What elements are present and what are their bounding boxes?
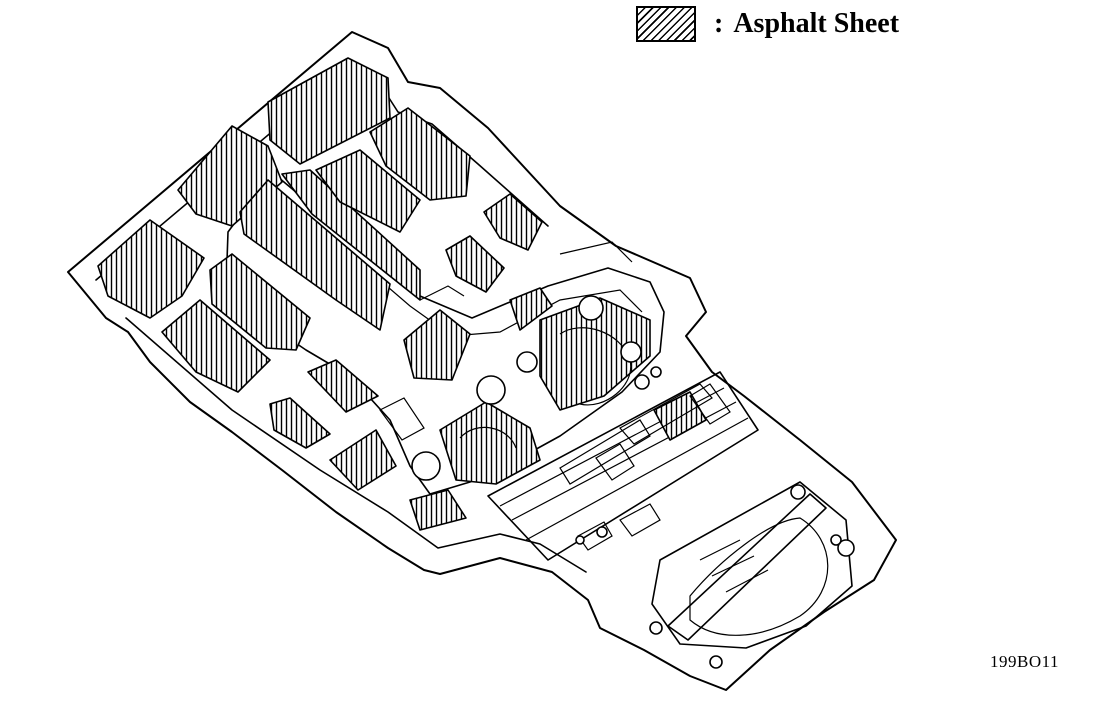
asphalt-patch (315, 149, 421, 233)
grommet-hole (596, 526, 608, 538)
asphalt-patch (539, 297, 651, 411)
grommet-hole (634, 374, 650, 390)
spare-tire-well-inner (689, 517, 829, 636)
asphalt-patches (97, 57, 707, 531)
grommet-hole (516, 351, 538, 373)
spare-tire-well (651, 481, 853, 649)
asphalt-patch (653, 391, 707, 441)
asphalt-patch (97, 219, 205, 319)
grommet-hole (830, 534, 842, 546)
grommet-hole (620, 341, 642, 363)
grommet-hole (650, 366, 662, 378)
asphalt-patch (403, 309, 471, 381)
asphalt-patch (269, 397, 331, 449)
asphalt-patch (509, 287, 553, 331)
asphalt-patch (445, 235, 505, 293)
center-tunnel (225, 171, 665, 495)
figure-code: 199BO11 (990, 652, 1059, 671)
asphalt-patch (369, 107, 471, 201)
asphalt-patch (329, 429, 397, 491)
asphalt-patch (239, 179, 391, 331)
grommet-hole (837, 539, 855, 557)
asphalt-patch (307, 359, 379, 413)
grommet-holes (411, 295, 855, 669)
grommet-hole (709, 655, 723, 669)
asphalt-hatch-swatch (636, 6, 696, 42)
legend-label: Asphalt Sheet (733, 8, 900, 39)
grommet-hole (476, 375, 506, 405)
asphalt-patch (409, 489, 467, 531)
asphalt-patch (483, 193, 543, 251)
asphalt-patch (281, 169, 421, 301)
right-side-rail (125, 317, 587, 573)
legend-colon: : (714, 8, 724, 39)
rear-bracket (667, 493, 827, 641)
grommet-hole (411, 451, 441, 481)
grommet-hole (649, 621, 663, 635)
structural-details (379, 241, 769, 593)
asphalt-patch (161, 299, 271, 393)
legend: : Asphalt Sheet (636, 4, 899, 44)
grommet-hole (790, 484, 806, 500)
asphalt-patch (209, 253, 311, 351)
grommet-hole (578, 295, 604, 321)
grommet-hole (575, 535, 585, 545)
asphalt-patch (267, 57, 391, 165)
